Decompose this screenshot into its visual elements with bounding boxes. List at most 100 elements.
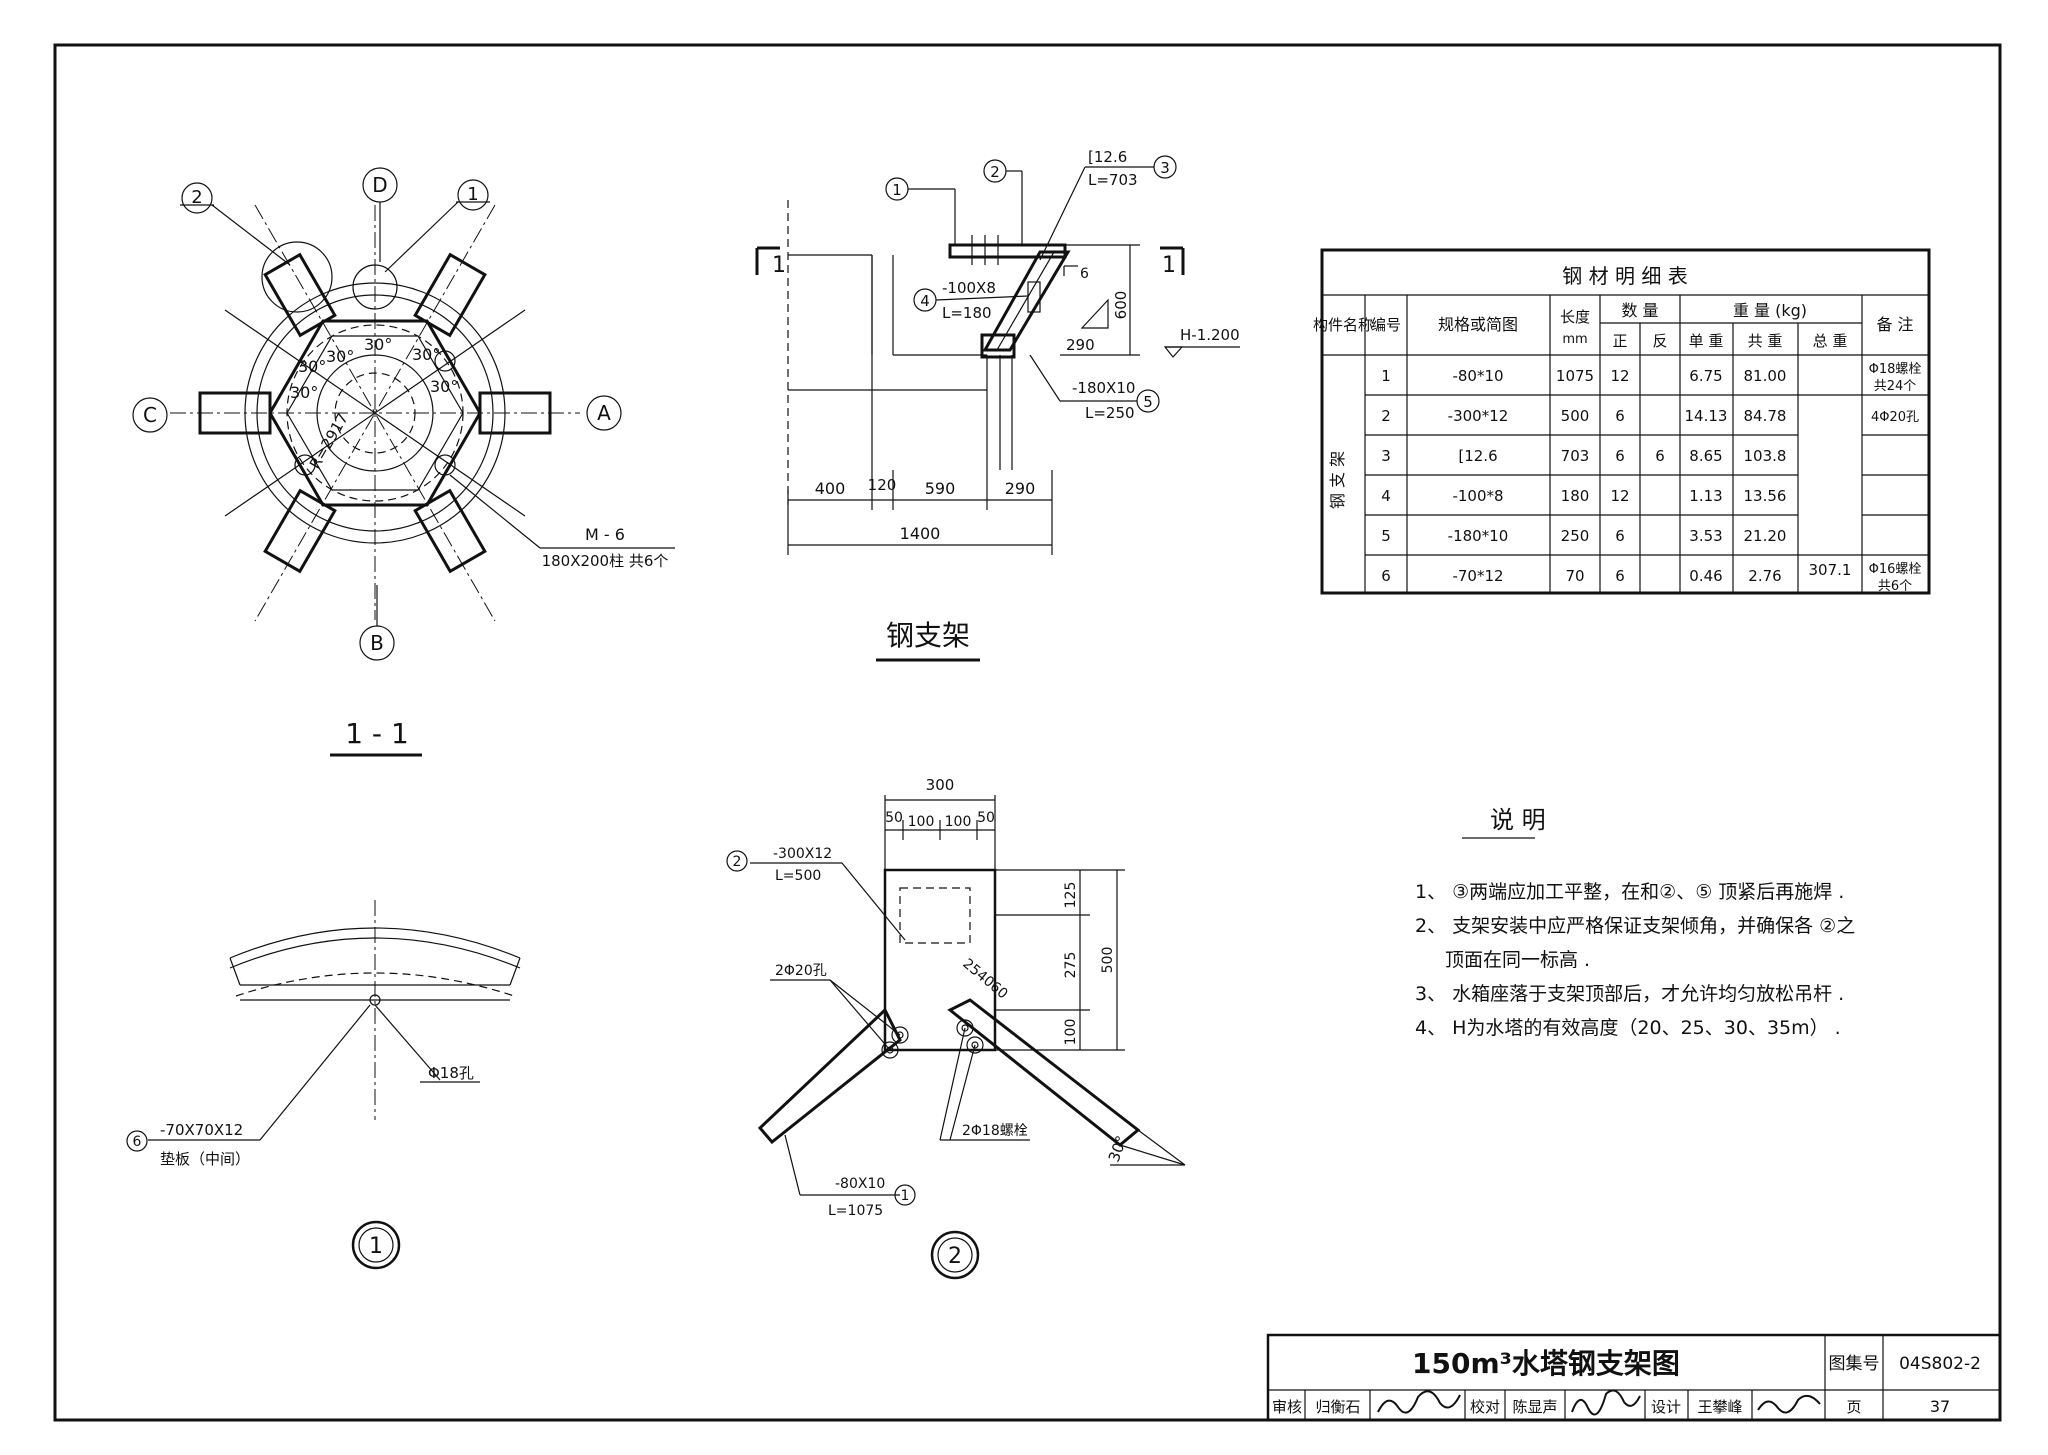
atlas-label: 图集号 (1829, 1354, 1880, 1374)
table-cell-note: Φ16螺栓 (1869, 562, 1922, 577)
axis-c: C (143, 403, 157, 427)
small-dims: 254060 (959, 956, 1010, 1003)
table-cell-no: 5 (1381, 527, 1391, 545)
table-cell-no: 4 (1381, 487, 1391, 505)
plate-5 (980, 333, 1016, 359)
table-cell-len: 70 (1565, 567, 1584, 585)
view-title: 钢支架 (886, 619, 970, 652)
review-label: 审核 (1272, 1398, 1302, 1416)
dim-290: 290 (1005, 479, 1036, 498)
leg-se (413, 488, 487, 574)
angle-label: 30° (364, 335, 392, 354)
table-cell-spec: -80*10 (1452, 367, 1503, 385)
dim-sub-4: 50 (977, 810, 995, 826)
table-cell-pos: 6 (1615, 527, 1625, 545)
table-cell-no: 2 (1381, 407, 1391, 425)
reviewer-signature (1377, 1390, 1461, 1414)
leg-sw (263, 488, 337, 574)
header-qty: 数 量 (1621, 301, 1658, 320)
atlas-no: 04S802-2 (1899, 1354, 1981, 1374)
detail-1: Φ18孔 6 -70X70X12 垫板（中间） 1 (126, 900, 521, 1270)
design-label: 设计 (1651, 1398, 1681, 1416)
callout-2: 2 (191, 187, 202, 208)
callout-2: 2 (733, 854, 742, 870)
header-pos: 正 (1612, 332, 1627, 350)
table-cell-no: 1 (1381, 367, 1391, 385)
table-cell-sum: 81.00 (1744, 367, 1787, 385)
item4-spec: -100X8 (942, 279, 996, 297)
table-cell-spec: -300*12 (1448, 407, 1509, 425)
table-cell-sum: 2.76 (1748, 567, 1781, 585)
dim-v2: 275 (1063, 952, 1079, 979)
dim-vtotal: 500 (1100, 947, 1116, 974)
table-cell-sum: 13.56 (1744, 487, 1787, 505)
holes-label: 2Φ20孔 (775, 963, 827, 979)
table-cell-no: 3 (1381, 447, 1391, 465)
pad-name: 垫板（中间） (160, 1150, 250, 1168)
callout-2: 2 (990, 163, 1000, 181)
steel-table: 钢 材 明 细 表 构件名称 编号 规格或简图 长度 mm 数 量 正 反 重 … (1313, 248, 1931, 595)
table-cell-note: 4Φ20孔 (1871, 410, 1919, 425)
detail-2-marker (261, 241, 333, 313)
detail-2: 300 50 100 100 50 125 275 100 500 30° 25… (726, 776, 1186, 1280)
table-title: 钢 材 明 细 表 (1562, 264, 1687, 288)
table-cell-len: 180 (1561, 487, 1590, 505)
angle-label: 30° (298, 357, 326, 376)
table-cell-pos: 12 (1610, 367, 1629, 385)
table-cell-spec: [12.6 (1458, 447, 1497, 465)
section-mark-left: 1 (772, 253, 786, 278)
weld-label: 6 (1080, 266, 1089, 282)
table-cell-unit: 0.46 (1689, 567, 1722, 585)
plate-spec: -300X12 (773, 846, 832, 862)
dim-sub-1: 50 (885, 810, 903, 826)
table-cell-len: 703 (1561, 447, 1590, 465)
designer-signature (1757, 1394, 1821, 1414)
table-cell-no: 6 (1381, 567, 1391, 585)
header-len-unit: mm (1562, 332, 1587, 347)
table-cell-spec: -70*12 (1452, 567, 1503, 585)
dim-590: 590 (925, 479, 956, 498)
table-cell-note: 共6个 (1878, 579, 1912, 594)
sheet-border (53, 43, 2002, 1422)
callout-6: 6 (133, 1134, 142, 1150)
header-len: 长度 (1560, 308, 1590, 326)
designer: 王攀峰 (1697, 1398, 1742, 1416)
slope-label: 290 (1066, 336, 1095, 354)
bar-len: L=1075 (828, 1203, 883, 1219)
header-neg: 反 (1652, 332, 1667, 350)
detail-2-label: 2 (948, 1244, 962, 1269)
table-cell-note: 共24个 (1874, 379, 1917, 394)
bar-spec: -80X10 (835, 1176, 885, 1192)
callout-1: 1 (892, 181, 902, 199)
page-no: 37 (1930, 1397, 1950, 1416)
axis-b: B (370, 631, 384, 655)
note-2-cont: 顶面在同一标高 . (1445, 949, 1590, 971)
dim-total: 1400 (900, 524, 941, 543)
leg-ne (413, 252, 487, 338)
dim-sub-3: 100 (945, 814, 972, 830)
table-cell-pos: 6 (1615, 447, 1625, 465)
table-cell-note: Φ18螺栓 (1869, 362, 1922, 377)
note-3: 3、 水箱座落于支架顶部后，才允许均匀放松吊杆 . (1415, 983, 1844, 1005)
plate-len: L=500 (775, 868, 821, 884)
item3-len: L=703 (1088, 171, 1138, 189)
elevation-label: H-1.200 (1180, 326, 1240, 344)
total-weight: 307.1 (1809, 561, 1852, 579)
table-cell-len: 250 (1561, 527, 1590, 545)
view-1-1: 30° 30° 30° 30° 30° 30° R=2917 D C A B 2… (132, 167, 675, 757)
drawing-title: 150m³水塔钢支架图 (1412, 1347, 1680, 1380)
leg-a (478, 391, 552, 435)
member-name: 钢 支 架 (1328, 451, 1347, 509)
note-4: 4、 H为水塔的有效高度（20、25、30、35m） . (1415, 1017, 1841, 1039)
table-cell-pos: 6 (1615, 407, 1625, 425)
hole-label: Φ18孔 (428, 1064, 474, 1082)
table-cell-pos: 6 (1615, 567, 1625, 585)
table-cell-sum: 84.78 (1744, 407, 1787, 425)
table-cell-neg: 6 (1655, 447, 1665, 465)
bar-left (757, 1007, 902, 1145)
plate-2 (883, 868, 997, 1052)
note-1: 1、 ③两端应加工平整，在和②、⑤ 顶紧后再施焊 . (1415, 881, 1844, 903)
column-note: 180X200柱 共6个 (542, 552, 669, 570)
callout-3: 3 (1160, 159, 1170, 177)
